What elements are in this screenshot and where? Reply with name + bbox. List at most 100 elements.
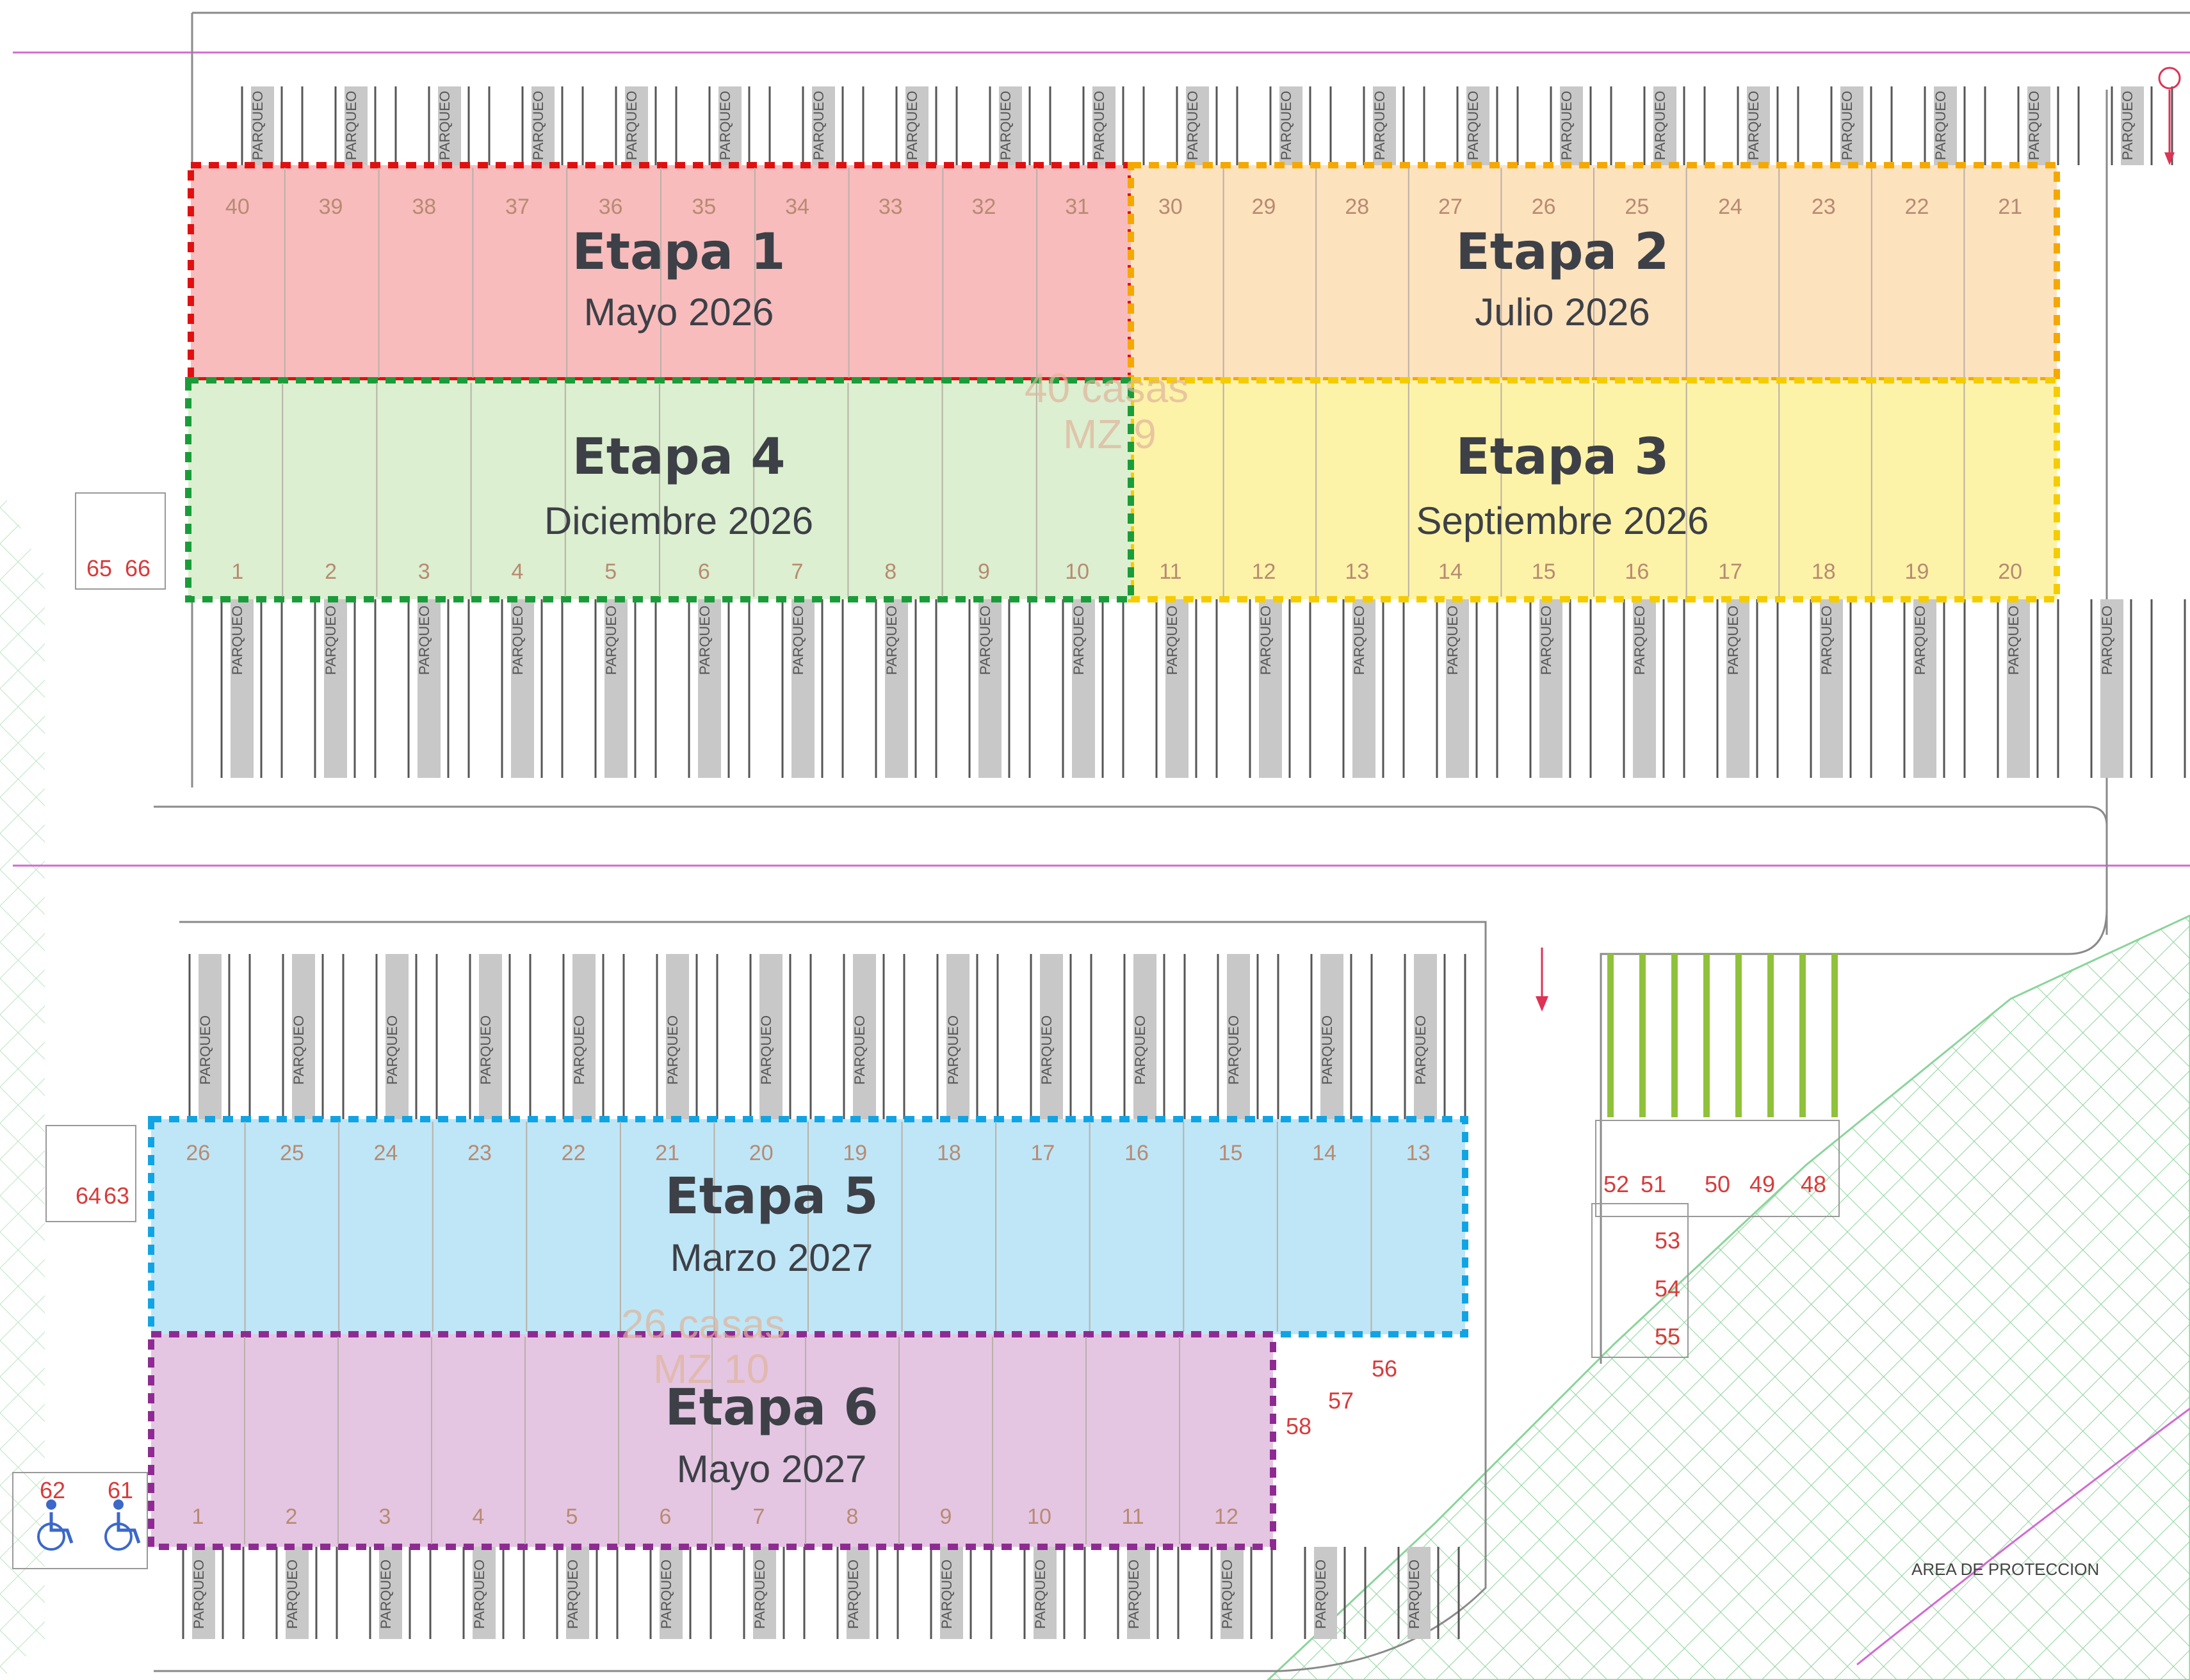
lot-number: 1 [192, 1505, 204, 1529]
parking-bay [1820, 599, 1843, 778]
parqueo-label: PARQUEO [229, 606, 245, 675]
parqueo-label: PARQUEO [1219, 1560, 1235, 1629]
parking-bay [1539, 599, 1562, 778]
parking-bay [345, 86, 368, 165]
lot-number: 15 [1219, 1141, 1243, 1165]
lot-number-extra: 58 [1286, 1413, 1311, 1439]
lot-number: 24 [374, 1141, 398, 1165]
parqueo-label: PARQUEO [1746, 91, 1762, 160]
stage-etapa-4[interactable]: Etapa 4 Diciembre 2026 [185, 377, 1134, 602]
lot-number-extra: 49 [1749, 1171, 1775, 1197]
parqueo-label: PARQUEO [1164, 606, 1180, 675]
parking-bay [1072, 599, 1095, 778]
parking-bay [999, 86, 1022, 165]
parking-bay [251, 86, 274, 165]
lot-number: 3 [418, 560, 430, 584]
lot-number: 37 [505, 195, 530, 219]
lot-number: 39 [319, 195, 343, 219]
parking-bay [1279, 86, 1302, 165]
lot-number-extra: 63 [104, 1183, 129, 1209]
lot-number: 1 [231, 560, 243, 584]
parking-bay [2007, 599, 2030, 778]
block-mz10: MZ 10 [653, 1346, 769, 1392]
parking-bay [759, 954, 783, 1119]
parking-bay [2027, 86, 2050, 165]
parking-bay [1320, 954, 1343, 1119]
lot-number: 38 [412, 195, 436, 219]
stage-date: Mayo 2027 [677, 1448, 867, 1490]
lot-number: 21 [1998, 195, 2022, 219]
parqueo-label: PARQUEO [852, 1015, 868, 1085]
parking-bay [1165, 599, 1188, 778]
parking-bay [192, 1547, 215, 1639]
lot-number-extra: 64 [76, 1183, 101, 1209]
parqueo-label: PARQUEO [1185, 91, 1201, 160]
parqueo-label: PARQUEO [2026, 91, 2042, 160]
parking-bay [385, 954, 409, 1119]
parqueo-label: PARQUEO [1538, 606, 1554, 675]
parqueo-label: PARQUEO [2120, 91, 2136, 160]
stage-etapa-5[interactable]: Etapa 5 Marzo 2027 [148, 1116, 1468, 1337]
lot-number: 18 [1812, 560, 1836, 584]
parking-bay [718, 86, 742, 165]
lot-number: 9 [940, 1505, 952, 1529]
lot-number: 12 [1214, 1505, 1238, 1529]
parking-bay [2100, 599, 2123, 778]
lot-number: 32 [972, 195, 996, 219]
stage-etapa-3[interactable]: Etapa 3 Septiembre 2026 [1128, 377, 2060, 602]
parqueo-label: PARQUEO [884, 606, 900, 675]
parking-bottom: PARQUEO PARQUEO PARQUEO PARQUEO PARQUEO PARQU… [182, 954, 1466, 1639]
lot-number: 35 [692, 195, 716, 219]
lot-number-extra: 50 [1705, 1171, 1730, 1197]
lot-number: 13 [1345, 560, 1369, 584]
lot-number-extra: 52 [1603, 1171, 1629, 1197]
stage-etapa-6[interactable]: Etapa 6 Mayo 2027 [148, 1331, 1276, 1550]
stage-etapa-1[interactable]: Etapa 1 Mayo 2026 [188, 162, 1134, 384]
green-parking [1607, 954, 1838, 1117]
parqueo-label: PARQUEO [416, 606, 432, 675]
parqueo-label: PARQUEO [1933, 91, 1949, 160]
parking-bay [292, 954, 315, 1119]
lot-number: 21 [655, 1141, 679, 1165]
lot-number: 16 [1124, 1141, 1149, 1165]
stage-etapa-2[interactable]: Etapa 2 Julio 2026 [1128, 162, 2060, 384]
lot-number-extra: 56 [1372, 1355, 1397, 1382]
lot-number: 16 [1625, 560, 1649, 584]
lot-number: 10 [1027, 1505, 1051, 1529]
lot-number: 8 [847, 1505, 859, 1529]
parqueo-label: PARQUEO [197, 1015, 213, 1085]
lot-number-extra: 54 [1655, 1275, 1680, 1302]
parqueo-label: PARQUEO [1559, 91, 1575, 160]
lot-number: 11 [1159, 560, 1181, 584]
stage-date: Mayo 2026 [584, 291, 774, 334]
lot-number: 26 [1532, 195, 1556, 219]
parking-bay [379, 1547, 402, 1639]
parking-bay [479, 954, 502, 1119]
parqueo-label: PARQUEO [510, 606, 526, 675]
lot-number: 6 [660, 1505, 672, 1529]
small-lot-box [75, 492, 166, 590]
lot-number: 23 [1812, 195, 1836, 219]
stage-date: Diciembre 2026 [544, 499, 813, 542]
parking-bay [1840, 86, 1863, 165]
parqueo-label: PARQUEO [1652, 91, 1668, 160]
parking-bay [511, 599, 534, 778]
parking-bay [1653, 86, 1676, 165]
parking-bay [231, 599, 254, 778]
parking-bay [625, 86, 648, 165]
parqueo-label: PARQUEO [904, 91, 920, 160]
parking-bay [1034, 1547, 1057, 1639]
parking-bay [566, 1547, 589, 1639]
parqueo-label: PARQUEO [697, 606, 713, 675]
parqueo-label: PARQUEO [1351, 606, 1367, 675]
lot-number: 29 [1252, 195, 1276, 219]
lot-number: 24 [1718, 195, 1742, 219]
parking-bay [1747, 86, 1770, 165]
parking-bay [905, 86, 929, 165]
parking-bay [1314, 1547, 1337, 1639]
parqueo-label: PARQUEO [284, 1560, 300, 1629]
parqueo-label: PARQUEO [1032, 1560, 1048, 1629]
parqueo-label: PARQUEO [378, 1560, 394, 1629]
parqueo-label: PARQUEO [437, 91, 453, 160]
